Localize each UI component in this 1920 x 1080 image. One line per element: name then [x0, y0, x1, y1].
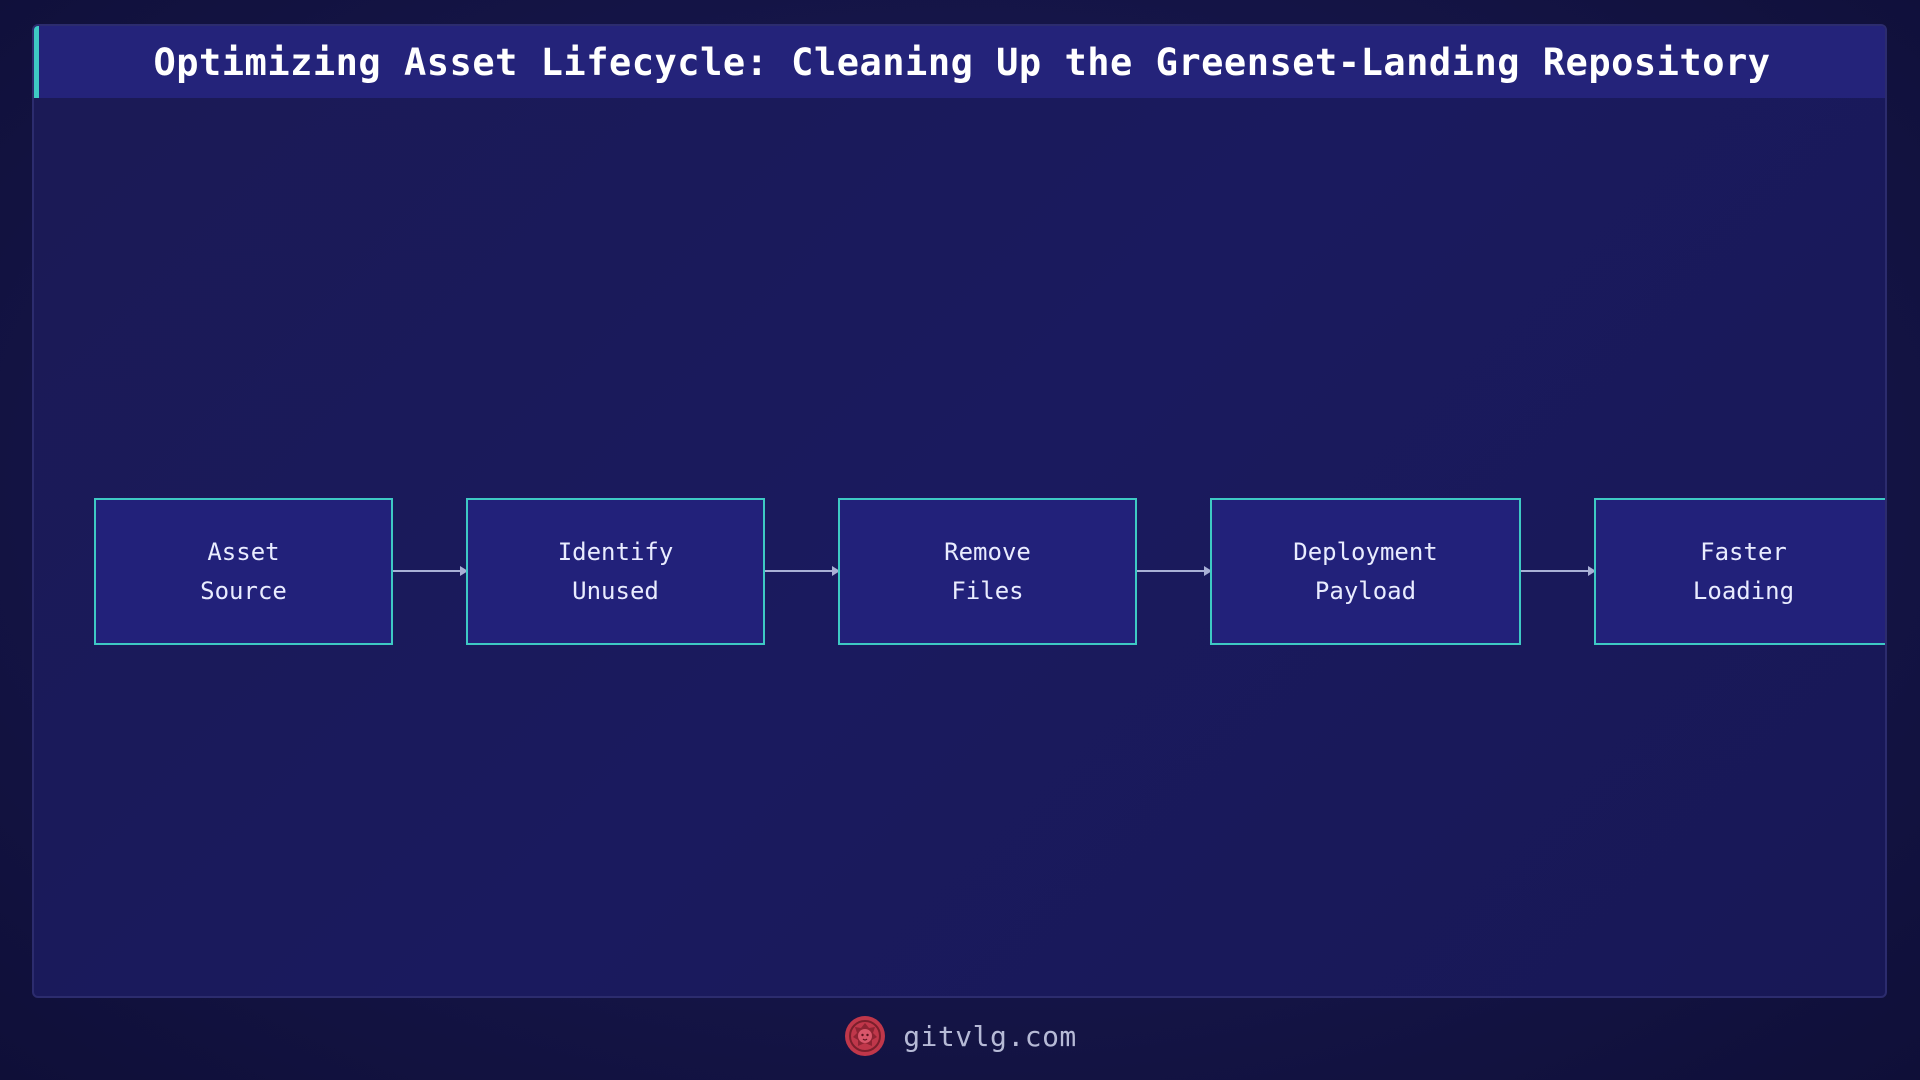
diagram-title: Optimizing Asset Lifecycle: Cleaning Up … — [153, 40, 1771, 84]
step-label: Deployment Payload — [1293, 537, 1438, 605]
step-deployment-payload: Deployment Payload — [1210, 498, 1521, 645]
step-asset-source: Asset Source — [94, 498, 393, 645]
footer-site-text: gitvlg.com — [903, 1019, 1077, 1053]
diagram-panel: Optimizing Asset Lifecycle: Cleaning Up … — [32, 24, 1887, 998]
step-remove-files: Remove Files — [838, 498, 1137, 645]
step-label: Faster Loading — [1692, 537, 1795, 605]
step-faster-loading: Faster Loading — [1594, 498, 1885, 645]
lion-logo-icon — [845, 1016, 886, 1056]
footer: gitvlg.com — [0, 1012, 1920, 1060]
flow-arrow — [393, 566, 468, 576]
flow-arrow — [1521, 566, 1596, 576]
step-identify-unused: Identify Unused — [466, 498, 765, 645]
flow-arrow — [1137, 566, 1212, 576]
step-label: Remove Files — [944, 537, 1031, 605]
step-label: Asset Source — [200, 537, 287, 605]
flow-arrow — [765, 566, 840, 576]
title-bar: Optimizing Asset Lifecycle: Cleaning Up … — [34, 26, 1885, 98]
step-label: Identify Unused — [557, 537, 674, 605]
